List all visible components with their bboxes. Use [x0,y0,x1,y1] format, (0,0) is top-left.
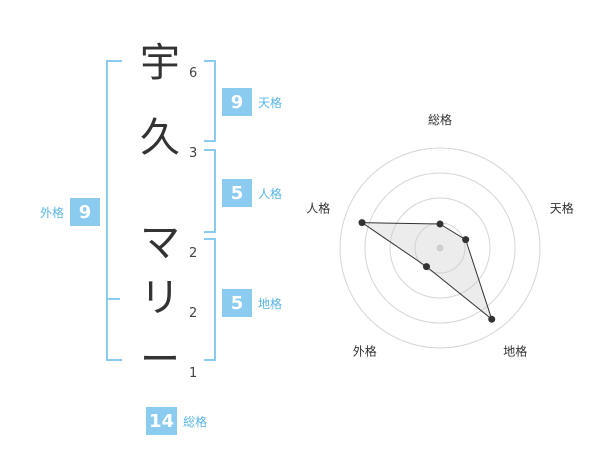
radar-axis-label-4: 外格 [353,344,377,359]
name-char-1: 宇 [140,40,180,86]
stroke-count-3: 2 [189,246,198,261]
radar-point-1 [436,220,444,228]
tenkaku-value: 9 [222,88,252,116]
radar-ring-3 [364,172,516,324]
radar-point-3 [488,315,496,323]
radar-ring-4 [339,147,541,349]
gaikaku-bracket [106,60,122,361]
chikaku-value: 5 [222,289,252,317]
chikaku-score: 5 地格 [222,289,282,317]
stroke-count-1: 6 [189,66,198,81]
gaikaku-label: 外格 [40,205,65,220]
gaikaku-value: 9 [70,198,101,226]
tenkaku-label: 天格 [258,95,283,110]
jinkaku-label: 人格 [258,186,283,201]
radar-point-2 [462,236,470,244]
tenkaku-score: 9 天格 [222,88,282,116]
name-char-4: リ [140,275,180,321]
radar-axis-label-2: 天格 [550,200,574,215]
radar-axis-label-5: 人格 [306,200,330,215]
radar-area [360,222,493,321]
radar-axis-label-3: 地格 [503,344,527,359]
name-char-3: マ [140,220,180,266]
gaikaku-bracket-tick [106,298,120,300]
jinkaku-score: 5 人格 [222,179,282,207]
soukaku-label: 総格 [183,414,208,429]
gaikaku-score: 外格 9 [40,198,101,226]
stroke-count-5: 1 [189,366,198,381]
name-char-2: 久 [140,115,180,161]
jinkaku-bracket [204,149,216,233]
soukaku-score: 14 総格 [146,407,207,435]
radar-ring-2 [389,197,491,299]
radar-point-5 [358,219,366,227]
chikaku-label: 地格 [258,296,283,311]
radar-center-dot [436,244,444,252]
radar-point-4 [422,263,430,271]
stroke-count-2: 3 [189,146,198,161]
radar-axis-label-1: 総格 [428,112,452,127]
stroke-count-4: 2 [189,306,198,321]
soukaku-value: 14 [146,407,178,435]
chikaku-bracket [204,238,216,361]
tenkaku-bracket [204,60,216,142]
name-char-5: ー [140,337,180,383]
jinkaku-value: 5 [222,179,252,207]
